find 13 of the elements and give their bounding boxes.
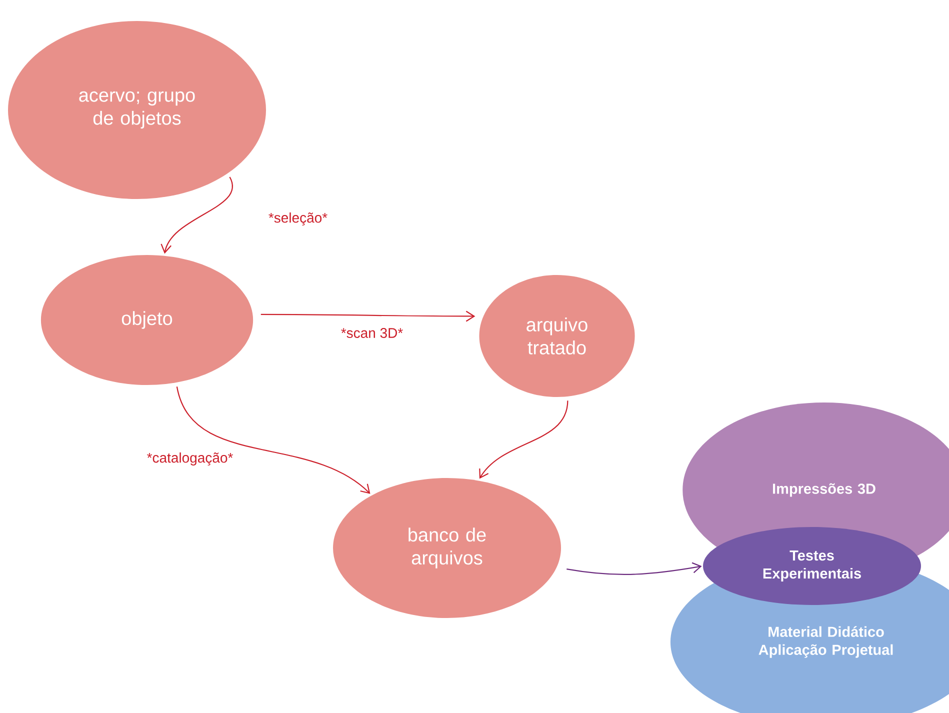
arrow bbox=[260, 310, 476, 322]
blob: banco de arquivos bbox=[333, 478, 561, 618]
arrow bbox=[566, 562, 702, 575]
edge-label: *scan 3D* bbox=[340, 327, 404, 339]
blob: acervo; grupo de objetos bbox=[8, 21, 266, 199]
venn-region: Testes Experimentais bbox=[703, 527, 921, 605]
edge-label: *seleção* bbox=[267, 211, 329, 227]
blob: arquivo tratado bbox=[479, 275, 635, 397]
blob: objeto bbox=[40, 255, 254, 385]
arrow bbox=[176, 386, 370, 494]
arrow bbox=[160, 176, 233, 254]
edge-label: *catalogação* bbox=[146, 451, 234, 467]
arrow bbox=[479, 400, 568, 479]
